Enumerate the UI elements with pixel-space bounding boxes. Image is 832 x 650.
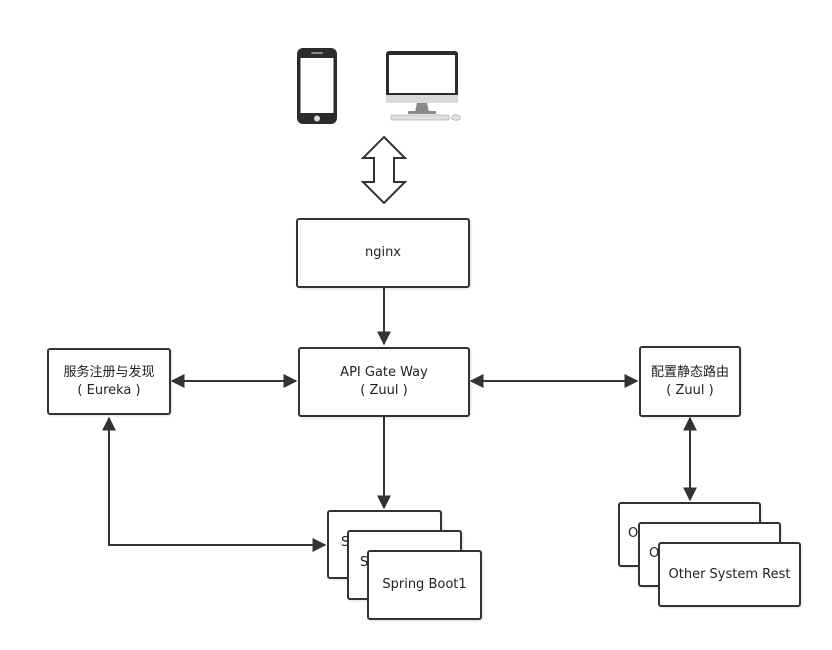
nginx-node: nginx	[296, 218, 470, 288]
spring-boot-card-front: Spring Boot1	[367, 550, 482, 620]
other-system-card-back-label: O	[628, 526, 639, 541]
double-arrow-vertical-icon	[361, 136, 407, 204]
static-route-node: 配置静态路由 ( Zuul )	[639, 346, 741, 417]
api-gateway-node: API Gate Way ( Zuul )	[298, 347, 470, 417]
spring-boot-card-back-label: S	[341, 535, 350, 550]
api-gateway-subtitle: ( Zuul )	[360, 383, 408, 398]
other-system-card-middle-label: O	[649, 546, 660, 561]
arrow-eureka-spring	[102, 416, 327, 552]
spring-boot-label: Spring Boot1	[382, 577, 467, 592]
desktop-computer-icon	[386, 51, 461, 121]
other-system-card-front: Other System Rest	[658, 542, 801, 607]
eureka-node: 服务注册与发现 ( Eureka )	[47, 348, 171, 415]
other-system-label: Other System Rest	[668, 566, 791, 582]
static-route-title: 配置静态路由	[650, 364, 729, 380]
eureka-title: 服务注册与发现	[63, 364, 155, 380]
nginx-label: nginx	[364, 245, 402, 260]
spring-boot-card-middle-label: S	[360, 555, 369, 570]
eureka-subtitle: ( Eureka )	[77, 382, 141, 398]
static-route-subtitle: ( Zuul )	[666, 382, 714, 398]
smartphone-icon	[297, 48, 337, 124]
api-gateway-title: API Gate Way	[340, 365, 428, 380]
